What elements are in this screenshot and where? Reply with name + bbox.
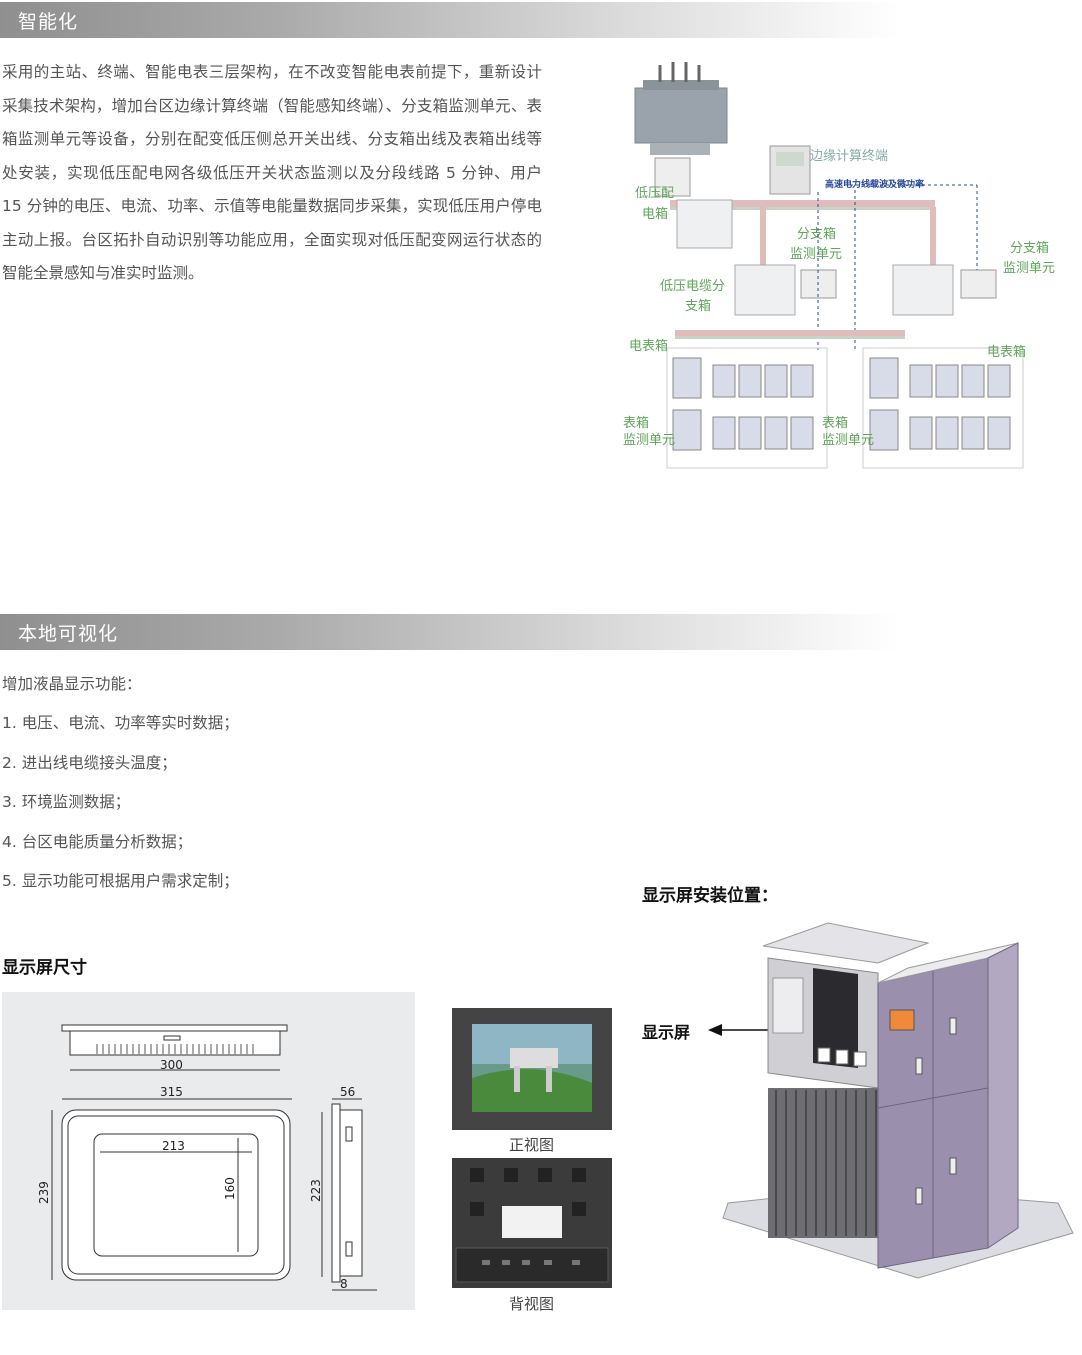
screen-label: 显示屏 [642,1023,691,1042]
back-view-caption: 背视图 [509,1295,555,1313]
section-header-intelligent: 智能化 [0,2,900,38]
install-heading: 显示屏安装位置： [642,886,778,906]
breaker-icon [654,157,691,197]
lv-cabinet-label-1: 低压配 [635,186,674,201]
meter-unit-left-label-1: 表箱 [623,415,649,431]
branch-unit-right-label-1: 分支箱 [1010,240,1049,256]
feature-item: 1. 电压、电流、功率等实时数据； [2,714,239,732]
meter-array-right [869,357,1011,451]
meter-box-right-label: 电表箱 [987,344,1026,360]
back-view-image [452,1158,612,1288]
dim-160: 160 [223,1177,237,1200]
meter-unit-mid-label-2: 监测单元 [822,433,874,448]
dim-300: 300 [160,1058,183,1072]
feature-item: 4. 台区电能质量分析数据； [2,833,193,851]
dim-213: 213 [162,1139,185,1153]
meter-box-left-label: 电表箱 [629,338,668,354]
section-title: 本地可视化 [18,623,119,645]
meter-array-left [672,357,814,451]
branch-unit-left-label-1: 分支箱 [797,226,836,242]
dim-8: 8 [340,1277,348,1291]
lv-cabinet-label-2: 电箱 [642,206,668,222]
dimension-heading: 显示屏尺寸 [2,958,87,978]
dim-239: 239 [37,1181,51,1204]
carrier-label: 高速电力线载波及微功率 [825,178,924,190]
lv-cabinet-icon [676,199,733,249]
section-header-visualization: 本地可视化 [0,614,900,650]
topology-diagram: 边缘计算终端 高速电力线载波及微功率 低压配 电箱 分支箱 监测单元 分支箱 监… [623,62,1055,469]
feature-item: 2. 进出线电缆接头温度； [2,754,177,772]
edge-terminal-label: 边缘计算终端 [810,148,888,164]
dimension-drawing: 300 315 213 160 239 56 223 8 [2,992,415,1310]
meter-unit-mid-label-1: 表箱 [822,415,848,431]
meter-box-right [862,347,1024,469]
branch-unit-left-label-2: 监测单元 [790,247,842,262]
intelligent-description: 采用的主站、终端、智能电表三层架构，在不改变智能电表前提下，重新设计采集技术架构… [2,63,542,282]
dim-56: 56 [340,1085,355,1099]
transformer-icon [634,62,728,155]
cable-box-label-1: 低压电缆分 [660,278,725,294]
front-view-image [452,1008,612,1130]
cable-box-label-2: 支箱 [685,298,711,314]
branch-box-right [892,264,954,316]
section-title: 智能化 [18,11,79,33]
cabinet-illustration [722,922,1074,1279]
feature-item: 5. 显示功能可根据用户需求定制； [2,872,239,890]
arrow-left-icon [708,1024,768,1036]
branch-unit-right-label-2: 监测单元 [1003,261,1055,276]
branch-unit-right [960,269,997,299]
meter-unit-left-label-2: 监测单元 [623,433,675,448]
meter-box-left [666,347,828,469]
feature-item: 3. 环境监测数据； [2,793,131,811]
front-view-caption: 正视图 [509,1136,555,1154]
dim-223: 223 [309,1179,323,1202]
branch-box-left [734,264,796,316]
dim-315: 315 [160,1085,183,1099]
feature-intro: 增加液晶显示功能： [2,675,142,693]
